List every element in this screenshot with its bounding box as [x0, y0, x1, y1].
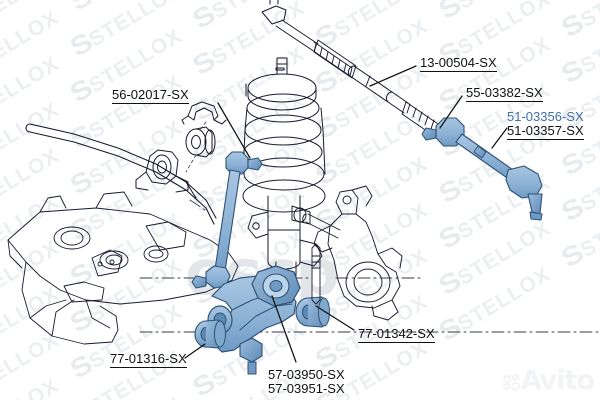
steering-rack-part: [245, 0, 445, 141]
callout-line: 57-03951-SX: [268, 381, 345, 396]
rack-mount-bushing: [275, 67, 285, 71]
callout-51-03356-51-03357-sx: 51-03356-SX 51-03357-SX: [507, 110, 584, 140]
callout-line: 57-03950-SX: [268, 367, 345, 382]
callout-13-00504-sx: 13-00504-SX: [420, 56, 497, 72]
stabilizer-bushing-detached: [185, 126, 216, 158]
arm-bushing-rear-highlight: [295, 296, 330, 328]
callout-77-01342-sx: 77-01342-SX: [358, 327, 435, 343]
callout-line: 77-01342-SX: [358, 326, 435, 341]
callout-55-03382-sx: 55-03382-SX: [466, 86, 543, 102]
stabilizer-clamp-detached: [181, 101, 227, 125]
subframe-part: [7, 191, 239, 345]
fastener-detail: [311, 243, 321, 305]
tie-rod-highlight: [421, 117, 543, 221]
callout-line: 77-01316-SX: [110, 351, 187, 366]
center-axis-lines: [139, 199, 600, 333]
callout-77-01316-sx: 77-01316-SX: [110, 352, 187, 368]
callout-line: 13-00504-SX: [420, 55, 497, 70]
callout-57-03950-57-03951-sx: 57-03950-SX 57-03951-SX: [268, 368, 345, 396]
steering-knuckle-part: [291, 185, 403, 321]
arm-bushing-front-highlight: [194, 319, 226, 349]
stabilizer-bushing-part: [135, 149, 189, 193]
lower-control-arm-highlight: [207, 265, 301, 375]
stabilizer-link-highlight: [191, 151, 263, 289]
callout-line: 51-03357-SX: [507, 123, 584, 138]
callout-line: 56-02017-SX: [112, 87, 189, 102]
stabilizer-bar-part: [25, 123, 217, 225]
callout-line-accent: 51-03356-SX: [507, 109, 584, 124]
callout-line: 55-03382-SX: [466, 85, 543, 100]
leader-lines: [184, 65, 508, 363]
callout-56-02017-sx: 56-02017-SX: [112, 88, 189, 104]
